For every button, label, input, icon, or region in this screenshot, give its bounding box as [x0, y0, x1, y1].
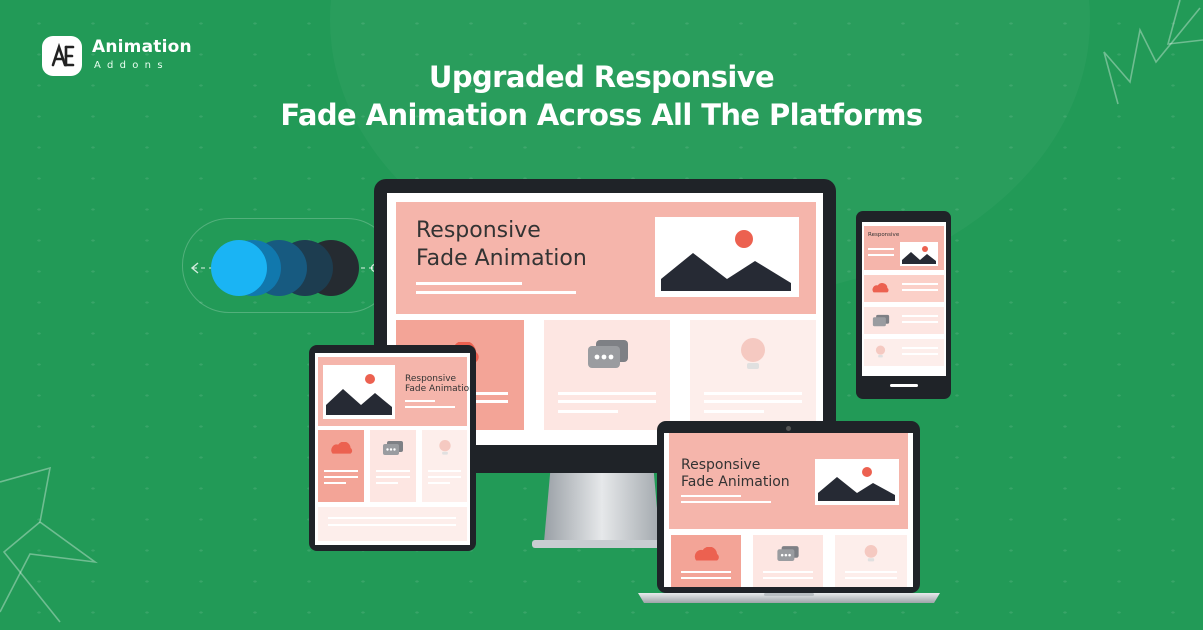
phone-card-2: [864, 307, 944, 334]
bulb-icon: [741, 338, 765, 369]
laptop-hero-line-2: Fade Animation: [681, 474, 790, 490]
tablet-card-3: [422, 430, 467, 502]
tablet-card-2: [370, 430, 416, 502]
star-outline-top-right: [1103, 0, 1203, 105]
image-icon: [902, 246, 936, 264]
image-icon: [661, 230, 791, 291]
brand-logo: Animation Addons: [42, 36, 202, 80]
chat-icon: [777, 546, 799, 561]
chat-icon: [872, 314, 890, 327]
phone-image-placeholder: [900, 242, 938, 266]
tablet-image-placeholder: [323, 365, 395, 419]
tablet-card-1: [318, 430, 364, 502]
bulb-icon: [439, 440, 451, 455]
monitor-card-3: [690, 320, 816, 430]
monitor-hero-line-1: Responsive: [416, 218, 541, 243]
laptop-card-1: [671, 535, 741, 587]
phone-home-indicator: [890, 384, 918, 387]
headline-line-2: Fade Animation Across All The Platforms: [280, 98, 923, 132]
cloud-icon: [872, 283, 889, 293]
image-icon: [326, 374, 392, 415]
laptop-hero-line-1: Responsive: [681, 457, 761, 473]
tablet-hero-line-2: Fade Animation: [405, 384, 470, 394]
headline-line-1: Upgraded Responsive: [428, 60, 775, 94]
monitor-image-placeholder: [655, 217, 799, 297]
laptop-card-2: [753, 535, 823, 587]
laptop-base: [638, 593, 940, 603]
monitor-card-2: [544, 320, 670, 430]
fade-circles: [190, 240, 380, 296]
tablet-hero-line-1: Responsive: [405, 374, 457, 384]
image-icon: [818, 467, 895, 501]
bulb-icon: [875, 345, 886, 358]
phone-card-3: [864, 339, 944, 366]
laptop-card-3: [835, 535, 907, 587]
phone-card-1: [864, 275, 944, 302]
bulb-icon: [864, 545, 878, 562]
brand-name: Animation: [92, 37, 192, 57]
laptop-image-placeholder: [815, 459, 899, 505]
tablet-screen: Responsive Fade Animation: [315, 353, 470, 545]
star-outline-bottom-left: [0, 466, 98, 623]
monitor-screen: Responsive Fade Animation: [387, 193, 823, 445]
monitor-stand: [532, 452, 672, 548]
phone-hero-line: Responsive: [868, 232, 900, 238]
cloud-icon: [331, 442, 353, 454]
logo-icon: [42, 36, 82, 76]
chat-icon: [383, 441, 403, 455]
chat-icon: [588, 340, 628, 368]
tablet-card-4: [318, 507, 467, 541]
laptop-camera: [786, 426, 791, 431]
cloud-icon: [694, 547, 719, 561]
brand-tagline: Addons: [94, 60, 169, 71]
monitor-hero-line-2: Fade Animation: [416, 246, 587, 271]
laptop-screen: Responsive Fade Animation: [664, 433, 913, 587]
phone-screen: Responsive: [862, 222, 946, 376]
